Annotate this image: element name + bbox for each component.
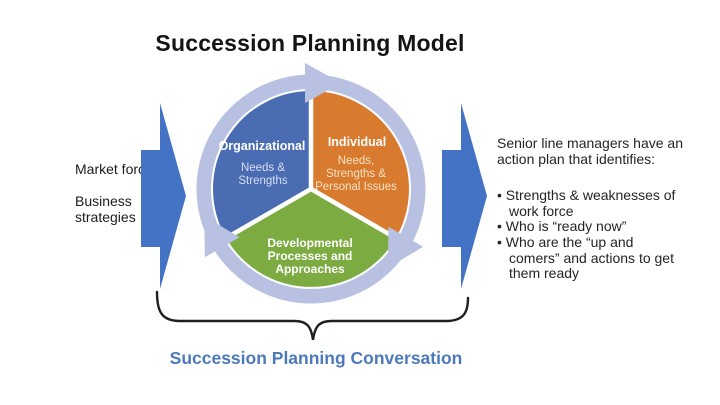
slice-divider	[309, 187, 398, 241]
organizational-title: Organizational	[219, 139, 306, 153]
action-plan-bullets: Strengths & weaknesses of work force Who…	[497, 187, 685, 282]
bullet-item: Who is “ready now”	[497, 219, 685, 235]
individual-title: Individual	[328, 135, 386, 149]
organizational-subtitle-line2: Strengths	[238, 175, 287, 187]
developmental-line1: Developmental	[267, 236, 352, 250]
organizational-subtitle-line1: Needs &	[241, 162, 285, 174]
developmental-line2: Processes and	[268, 249, 353, 263]
bullet-item: Who are the “up and comers” and actions …	[497, 234, 685, 282]
right-outcome-panel: Senior line managers have an action plan…	[497, 135, 685, 282]
slice-developmental	[223, 187, 399, 289]
slice-divider	[224, 187, 313, 241]
conversation-label: Succession Planning Conversation	[169, 348, 463, 368]
business-strategies-label: Business strategies	[75, 192, 136, 226]
bullet-item: Strengths & weaknesses of work force	[497, 187, 685, 219]
developmental-line3: Approaches	[275, 262, 345, 276]
individual-subtitle-line3: Personal Issues	[315, 181, 397, 193]
ring-arrowhead-top-icon	[305, 63, 341, 103]
curly-brace	[155, 290, 470, 341]
individual-subtitle-line2: Strengths &	[326, 168, 386, 180]
market-forces-label: Market forces	[75, 161, 160, 177]
right-flow-arrow-icon	[442, 103, 487, 289]
left-input-labels: Market forces Business strategies	[75, 161, 163, 241]
individual-subtitle-line1: Needs,	[338, 155, 374, 167]
ring-arrowhead-bottom-right-icon	[387, 226, 424, 268]
ring-arrowhead-bottom-left-icon	[204, 216, 240, 258]
page-title: Succession Planning Model	[155, 30, 465, 56]
senior-managers-intro: Senior line managers have an action plan…	[497, 135, 684, 167]
left-flow-arrow-icon	[141, 103, 186, 289]
